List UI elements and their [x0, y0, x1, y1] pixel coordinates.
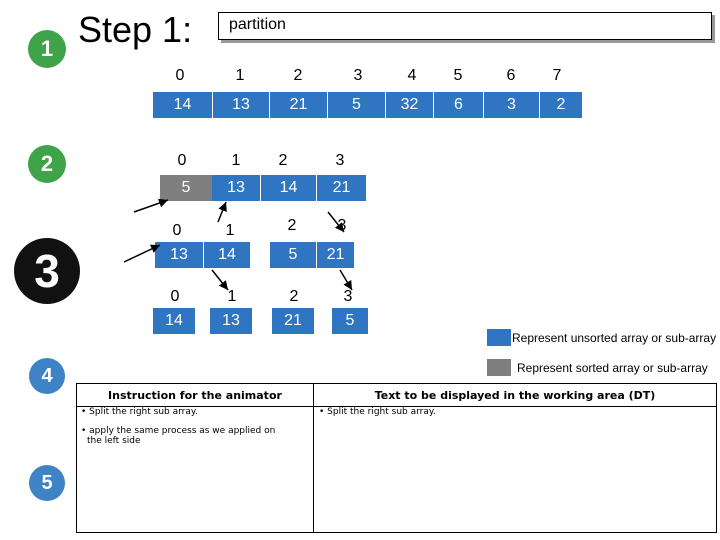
array-cell: 14 — [153, 308, 195, 334]
step-1-badge: 1 — [28, 30, 66, 68]
step-3-badge: 3 — [14, 238, 80, 304]
index-label: 1 — [225, 222, 235, 239]
index-label: 0 — [177, 152, 187, 169]
array-cell: 6 — [434, 92, 484, 118]
index-label: 5 — [453, 67, 463, 84]
index-label: 0 — [170, 288, 180, 305]
array-cell: 14 — [260, 175, 316, 201]
array-cell: 21 — [270, 92, 328, 118]
instruction-line: • Split the right sub array. — [81, 407, 198, 417]
legend-unsorted-label: Represent unsorted array or sub-array — [512, 331, 717, 345]
array-cell: 21 — [316, 242, 354, 268]
array-cell: 5 — [328, 92, 386, 118]
instruction-line: the left side — [87, 436, 141, 446]
arrow — [133, 198, 169, 213]
array-cell: 13 — [210, 308, 252, 334]
index-label: 0 — [175, 67, 185, 84]
index-label: 2 — [289, 288, 299, 305]
index-label: 2 — [293, 67, 303, 84]
page-title: Step 1: — [78, 9, 193, 50]
index-label: 6 — [506, 67, 516, 84]
step-5-badge: 5 — [29, 465, 65, 501]
array-cell: 32 — [386, 92, 434, 118]
legend-sorted-label: Represent sorted array or sub-array — [517, 361, 708, 375]
index-label: 1 — [235, 67, 245, 84]
dt-line: • Split the right sub array. — [319, 407, 436, 417]
array-cell: 5 — [160, 175, 212, 201]
instruction-panel: Instruction for the animator • Split the… — [76, 383, 314, 533]
instruction-line: • apply the same process as we applied o… — [81, 426, 276, 436]
array-cell: 2 — [540, 92, 582, 118]
legend-unsorted-swatch — [487, 329, 511, 346]
array-cell: 21 — [316, 175, 366, 201]
partition-label: partition — [229, 16, 286, 33]
dt-panel: Text to be displayed in the working area… — [313, 383, 717, 533]
array-cell: 14 — [153, 92, 213, 118]
index-label: 3 — [343, 288, 353, 305]
dt-panel-heading: Text to be displayed in the working area… — [314, 384, 716, 407]
array-cell: 5 — [270, 242, 316, 268]
arrow — [123, 244, 161, 263]
arrow — [217, 201, 227, 223]
index-label: 7 — [552, 67, 562, 84]
index-label: 4 — [407, 67, 417, 84]
index-label: 1 — [227, 288, 237, 305]
array-cell: 5 — [332, 308, 368, 334]
index-label: 0 — [172, 222, 182, 239]
step-4-badge: 4 — [29, 358, 65, 394]
index-label: 2 — [287, 217, 297, 234]
step-2-badge: 2 — [28, 145, 66, 183]
arrow — [211, 269, 229, 291]
array-cell: 13 — [212, 175, 260, 201]
instruction-panel-heading: Instruction for the animator — [77, 384, 313, 407]
arrow — [327, 211, 345, 233]
array-cell: 13 — [155, 242, 203, 268]
array-cell: 3 — [484, 92, 540, 118]
index-label: 3 — [335, 152, 345, 169]
legend-sorted-swatch — [487, 359, 511, 376]
array-cell: 21 — [272, 308, 314, 334]
index-label: 2 — [278, 152, 288, 169]
array-cell: 14 — [203, 242, 250, 268]
partition-box: partition — [218, 12, 712, 40]
index-label: 1 — [231, 152, 241, 169]
arrow — [339, 269, 353, 291]
index-label: 3 — [353, 67, 363, 84]
array-cell: 13 — [213, 92, 270, 118]
